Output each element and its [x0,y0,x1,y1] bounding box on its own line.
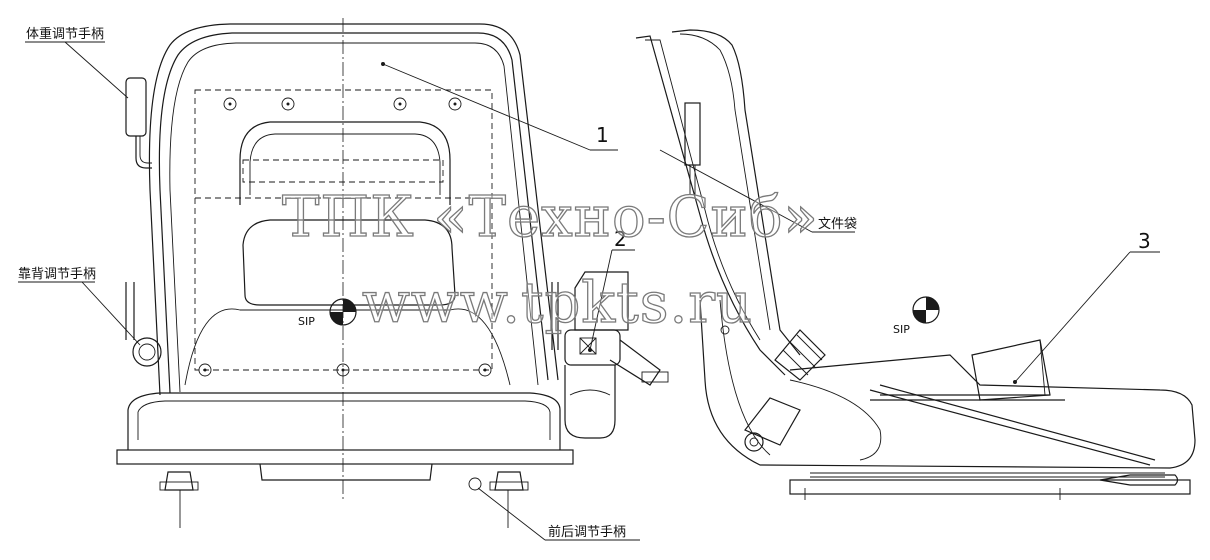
seat-bottom-rail [259,463,433,481]
label-document-pocket: 文件袋 [818,217,857,232]
callout-2: 2 [614,227,627,251]
seat-belt-buckle [564,271,669,439]
callout-1: 1 [596,123,609,147]
label-backrest-handle: 靠背调节手柄 [18,267,96,282]
label-weight-handle: 体重调节手柄 [26,26,104,42]
handle-slot [242,159,444,183]
lower-opening [242,219,456,306]
watermark-url: www.tpkts.ru [362,271,753,336]
sip-label-side: SIP [893,323,910,336]
bolt-holes [198,97,492,377]
seat-cushion-side [699,299,1196,469]
fore-aft-handle-side [1099,474,1179,486]
sip-marker-side [912,296,940,324]
upper-opening [239,121,451,205]
side-base-rail [789,479,1191,495]
recline-knob-side [744,329,826,452]
sip-marker-front [329,298,357,326]
backrest-outer-shell [148,23,559,396]
document-pocket [971,339,1051,401]
backrest-adjust-knob [125,282,162,367]
backrest-side-profile [635,35,786,376]
side-view: SIP [635,29,1196,500]
callout-3: 3 [1138,229,1151,253]
weight-handle-side [684,102,701,166]
front-rail-feet [159,471,529,528]
front-view: SIP [116,18,669,528]
leader-lines [18,41,1160,541]
sip-label-front: SIP [298,315,315,328]
weight-adjust-handle [125,77,152,169]
label-fore-aft-handle: 前后调节手柄 [548,524,626,540]
seat-cushion [127,392,561,450]
backrest-inner-shell [169,42,539,393]
seat-base-plate [116,449,574,465]
backrest-middle-shell [158,32,549,394]
watermark-company: ТПК «Техно-Сиб» [282,185,819,250]
